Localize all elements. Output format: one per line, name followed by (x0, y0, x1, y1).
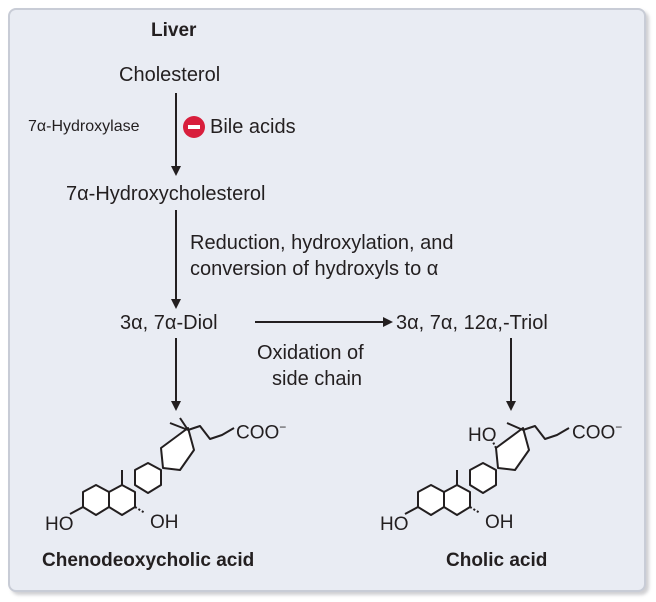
hydroxycholesterol-label: 7α-Hydroxycholesterol (66, 183, 266, 205)
cholesterol-label: Cholesterol (119, 64, 221, 86)
cholic-ho-3: HO (380, 514, 409, 535)
enzyme-label: 7α-Hydroxylase (28, 118, 140, 135)
cheno-oh-7: OH (150, 512, 179, 533)
inhibition-icon (183, 116, 205, 138)
diol-label: 3α, 7α-Diol (120, 312, 218, 334)
organ-title: Liver (151, 20, 197, 41)
triol-label: 3α, 7α, 12α,-Triol (396, 312, 548, 334)
step2-label-line1: Reduction, hydroxylation, and (190, 232, 454, 254)
chenodeoxycholic-acid-name: Chenodeoxycholic acid (42, 550, 255, 571)
cholic-acid-name: Cholic acid (446, 550, 548, 571)
cheno-carboxylate: COO− (236, 420, 287, 444)
cholic-oh-7: OH (485, 512, 514, 533)
inhibitor-label: Bile acids (210, 116, 296, 138)
oxidation-label-line2: side chain (272, 368, 363, 390)
cholic-structure (404, 422, 570, 516)
step2-label-line2: conversion of hydroxyls to α (190, 258, 439, 280)
oxidation-label-line1: Oxidation of (257, 342, 364, 364)
chenodeoxycholic-structure (69, 417, 235, 516)
cheno-ho-3: HO (45, 514, 74, 535)
cholic-carboxylate: COO− (572, 420, 623, 444)
cholic-ho-12: HO (468, 425, 497, 446)
